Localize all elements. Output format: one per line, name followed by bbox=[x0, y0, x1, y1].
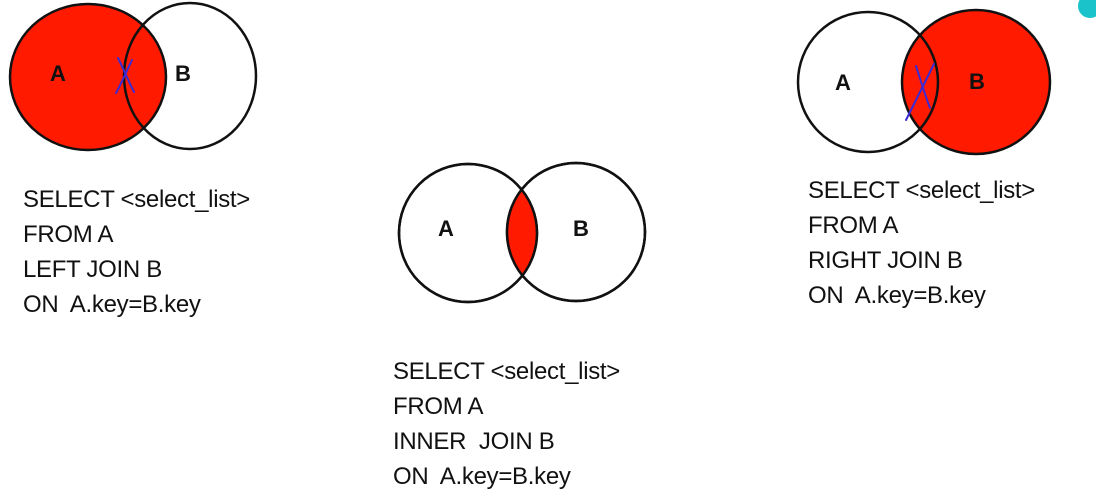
right-join-circle-b bbox=[900, 8, 1052, 156]
left-join-pen-mark bbox=[115, 57, 135, 94]
right-join-label-a: A bbox=[835, 70, 851, 95]
left-join-label-b: B bbox=[175, 61, 191, 86]
inner-join-venn: A B bbox=[397, 161, 647, 304]
sql-line: FROM A bbox=[808, 212, 899, 239]
corner-accent-shape bbox=[1078, 0, 1096, 18]
left-join-circle-a bbox=[8, 2, 168, 152]
left-join-sql: SELECT <select_list> FROM A LEFT JOIN B … bbox=[23, 182, 250, 322]
sql-line: FROM A bbox=[23, 221, 114, 248]
right-join-circle-a bbox=[796, 10, 940, 154]
sql-line: FROM A bbox=[393, 393, 484, 420]
sql-line: ON A.key=B.key bbox=[808, 282, 986, 309]
inner-join-label-a: A bbox=[438, 216, 454, 241]
sql-line: SELECT <select_list> bbox=[808, 177, 1036, 204]
right-join-sql: SELECT <select_list> FROM A RIGHT JOIN B… bbox=[808, 173, 1035, 313]
sql-line: ON A.key=B.key bbox=[23, 291, 201, 318]
right-join-label-b: B bbox=[969, 69, 985, 94]
sql-line: ON A.key=B.key bbox=[393, 463, 571, 490]
inner-join-circle-a-outline bbox=[397, 162, 539, 304]
inner-join-label-b: B bbox=[573, 216, 589, 241]
sql-line: INNER JOIN B bbox=[393, 428, 555, 455]
sql-line: SELECT <select_list> bbox=[23, 186, 251, 213]
sql-line: LEFT JOIN B bbox=[23, 256, 162, 283]
inner-join-circle-b-outline bbox=[505, 161, 647, 303]
right-join-pen-mark bbox=[905, 63, 935, 121]
left-join-label-a: A bbox=[50, 61, 66, 86]
sql-line: RIGHT JOIN B bbox=[808, 247, 963, 274]
inner-join-sql: SELECT <select_list> FROM A INNER JOIN B… bbox=[393, 354, 620, 494]
sql-line: SELECT <select_list> bbox=[393, 358, 621, 385]
left-join-venn: A B bbox=[8, 1, 258, 152]
right-join-venn: A B bbox=[796, 8, 1052, 156]
